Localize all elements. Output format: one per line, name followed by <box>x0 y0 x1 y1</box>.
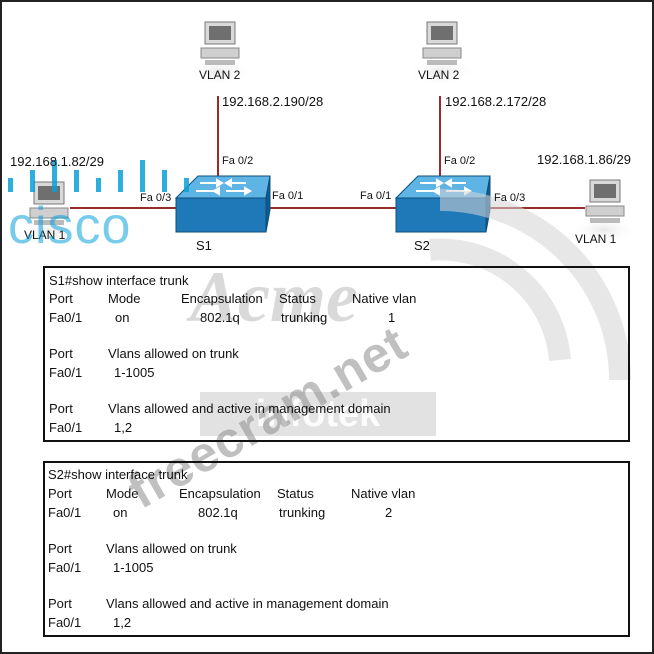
pc-left-ip-label: 192.168.1.82/29 <box>10 154 104 169</box>
infotek-watermark-text: infotek <box>200 392 436 436</box>
pc-top-right-icon <box>407 21 475 86</box>
s2-active-header-port: Port <box>48 596 72 611</box>
s1-row-encapsulation: 802.1q <box>200 310 240 325</box>
s1-header-port: Port <box>49 291 73 306</box>
s1-active-row-port: Fa0/1 <box>49 420 83 435</box>
s2-allowed-row-port: Fa0/1 <box>48 560 82 575</box>
s2-row-mode: on <box>113 505 128 520</box>
s1-row-native-vlan: 1 <box>388 310 396 325</box>
s2-command-text: S2#show interface trunk <box>48 467 188 482</box>
switch-s1-label: S1 <box>196 238 212 253</box>
s2-allowed-row-vlans: 1-1005 <box>113 560 154 575</box>
pc-top-left-ip-label: 192.168.2.190/28 <box>222 94 324 109</box>
s2-active-row-port: Fa0/1 <box>48 615 82 630</box>
s1-port-up-label: Fa 0/2 <box>222 155 254 167</box>
s2-header-encapsulation: Encapsulation <box>179 486 261 501</box>
s2-row-status: trunking <box>279 505 326 520</box>
s1-row-status: trunking <box>281 310 328 325</box>
s1-port-left-label: Fa 0/3 <box>140 192 172 204</box>
s1-header-native-vlan: Native vlan <box>352 291 417 306</box>
switch-s1-icon <box>174 175 271 233</box>
s2-row-native-vlan: 2 <box>385 505 393 520</box>
s1-row-mode: on <box>115 310 130 325</box>
pc-right-ip-label: 192.168.1.86/29 <box>537 152 631 167</box>
s2-row-encapsulation: 802.1q <box>198 505 238 520</box>
acme-watermark-text: Acme <box>190 257 358 337</box>
pc-left-icon <box>14 181 82 246</box>
s2-allowed-header-port: Port <box>48 541 72 556</box>
s1-header-mode: Mode <box>108 291 141 306</box>
s2-header-mode: Mode <box>106 486 139 501</box>
pc-top-right-vlan-label: VLAN 2 <box>418 68 460 82</box>
s1-header-status: Status <box>279 291 316 306</box>
s1-show-interface-trunk-output <box>43 266 630 442</box>
pc-top-left-icon <box>185 21 253 86</box>
s1-allowed-header-port: Port <box>49 346 73 361</box>
s1-header-encapsulation: Encapsulation <box>181 291 263 306</box>
cisco-watermark-text: cisco <box>8 197 132 255</box>
cisco-logo-icon <box>8 160 189 192</box>
pc-right-icon <box>570 179 638 244</box>
s1-row-port: Fa0/1 <box>49 310 83 325</box>
pc-right-vlan-label: VLAN 1 <box>575 232 617 246</box>
s2-port-left-label: Fa 0/1 <box>360 190 392 202</box>
signal-arcs-watermark <box>429 189 631 381</box>
s2-header-native-vlan: Native vlan <box>351 486 416 501</box>
s2-active-row-vlans: 1,2 <box>113 615 132 630</box>
s1-allowed-row-port: Fa0/1 <box>49 365 83 380</box>
s1-allowed-row-vlans: 1-1005 <box>114 365 155 380</box>
pc-top-left-vlan-label: VLAN 2 <box>199 68 241 82</box>
s2-header-status: Status <box>277 486 314 501</box>
pc-top-right-ip-label: 192.168.2.172/28 <box>445 94 547 109</box>
s1-active-row-vlans: 1,2 <box>114 420 133 435</box>
switch-s2-label: S2 <box>414 238 430 253</box>
s1-command-text: S1#show interface trunk <box>49 273 189 288</box>
s2-row-port: Fa0/1 <box>48 505 82 520</box>
s2-port-up-label: Fa 0/2 <box>444 155 476 167</box>
pc-left-vlan-label: VLAN 1 <box>24 228 66 242</box>
s2-allowed-header-vlans: Vlans allowed on trunk <box>106 541 237 556</box>
s1-allowed-header-vlans: Vlans allowed on trunk <box>108 346 239 361</box>
s1-active-header-vlans: Vlans allowed and active in management d… <box>108 401 391 416</box>
s2-active-header-vlans: Vlans allowed and active in management d… <box>106 596 389 611</box>
s2-show-interface-trunk-output <box>43 461 630 637</box>
s1-active-header-port: Port <box>49 401 73 416</box>
s2-port-right-label: Fa 0/3 <box>494 192 526 204</box>
s2-header-port: Port <box>48 486 72 501</box>
s1-port-right-label: Fa 0/1 <box>272 190 304 202</box>
